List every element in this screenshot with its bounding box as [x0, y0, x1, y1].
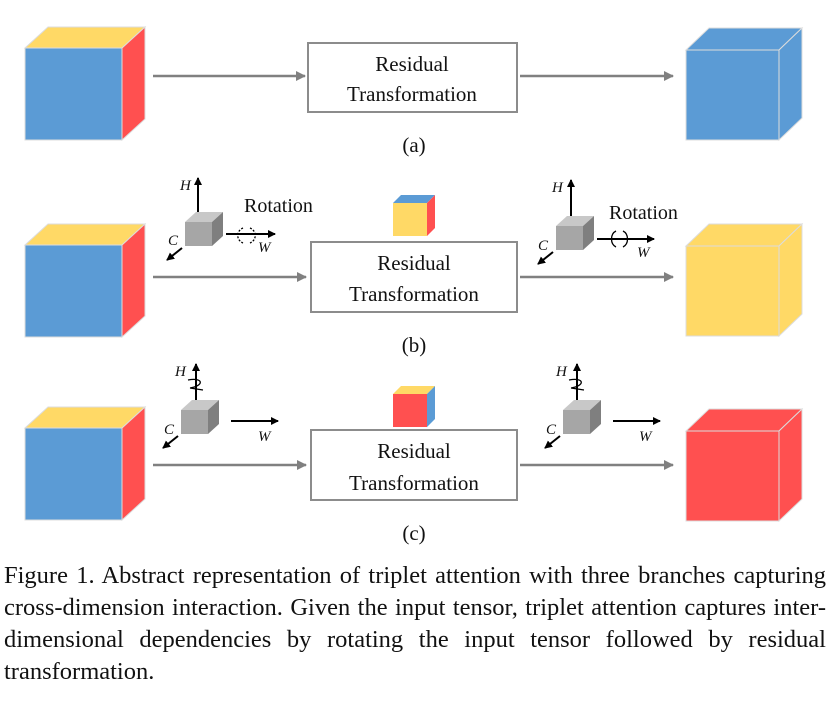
h-axis-label: H — [174, 364, 187, 380]
c-axis-label: C — [168, 233, 179, 249]
w-axis-label: W — [637, 245, 651, 261]
rotation-label: Rotation — [244, 195, 313, 217]
residual-transformation-box — [310, 241, 518, 313]
rotation-arrow-icon — [568, 378, 585, 391]
box-label-line2: Transformation — [349, 471, 479, 495]
residual-transformation-box — [307, 42, 518, 113]
rotation-glyph-left: H C W Rotation — [166, 177, 313, 261]
residual-transformation-box — [310, 429, 518, 501]
output-tensor-cube — [684, 26, 804, 142]
rotation-arrow-icon — [237, 227, 256, 244]
box-label-line2: Transformation — [347, 82, 477, 106]
c-axis-arrow — [537, 251, 554, 265]
rotation-arrow-icon — [610, 230, 629, 248]
panel-label: (a) — [402, 133, 425, 157]
box-label-line1: Residual — [377, 439, 451, 463]
rotation-glyph-right: H C W Rotation — [537, 179, 678, 265]
rotated-tensor-cube-small — [393, 195, 435, 236]
w-axis-label: W — [639, 429, 653, 445]
c-axis-label: C — [164, 422, 175, 438]
rotation-arrow-icon — [187, 378, 204, 391]
h-axis-label: H — [555, 364, 568, 380]
input-tensor-cube — [23, 405, 147, 522]
c-axis-label: C — [546, 422, 557, 438]
w-axis-label: W — [258, 240, 272, 256]
rotation-glyph-left: H C W — [162, 363, 279, 449]
box-label-line1: Residual — [377, 251, 451, 275]
triplet-attention-diagram: Residual Transformation (a) H C — [23, 25, 804, 545]
box-label-line2: Transformation — [349, 282, 479, 306]
rotation-glyph-right: H C W — [544, 363, 661, 449]
c-axis-arrow — [544, 435, 561, 449]
rotated-tensor-cube-small — [393, 386, 435, 427]
h-axis-label: H — [551, 180, 564, 196]
w-axis-label: W — [258, 429, 272, 445]
panel-b: H C W Rotation Residual Transformation H… — [23, 177, 804, 357]
c-axis-arrow — [162, 435, 179, 449]
c-axis-arrow — [166, 247, 183, 261]
box-label-line1: Residual — [375, 52, 449, 76]
panel-label: (b) — [402, 333, 427, 357]
input-tensor-cube — [23, 25, 147, 142]
h-axis-label: H — [179, 178, 192, 194]
output-tensor-cube — [684, 407, 804, 523]
c-axis-label: C — [538, 238, 549, 254]
panel-a: Residual Transformation (a) — [23, 25, 804, 157]
rotation-label: Rotation — [609, 202, 678, 224]
panel-c: H C W Residual Transformation H C W — [23, 363, 804, 545]
panel-label: (c) — [402, 521, 425, 545]
figure-caption: Figure 1. Abstract representation of tri… — [4, 562, 826, 685]
input-tensor-cube — [23, 222, 147, 339]
output-tensor-cube — [684, 222, 804, 338]
